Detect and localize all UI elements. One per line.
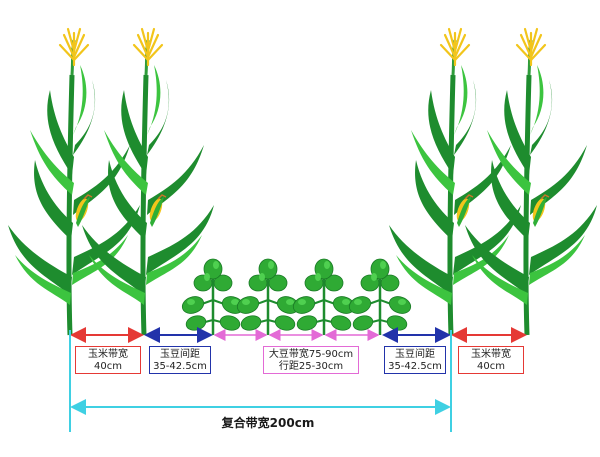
soy-gap-label-left: 玉豆间距 35-42.5cm: [149, 346, 211, 374]
corn-band-label-left: 玉米带宽 40cm: [75, 346, 141, 374]
corn-band-title: 玉米带宽: [88, 349, 128, 360]
soybean-plant-icon: [345, 257, 415, 337]
corn-band-value: 40cm: [477, 361, 505, 372]
soy-gap-value: 35-42.5cm: [153, 361, 207, 372]
corn-band-value: 40cm: [94, 361, 122, 372]
soy-gap-title: 玉豆间距: [160, 349, 200, 360]
corn-band-title: 玉米带宽: [471, 349, 511, 360]
corn-band-label-right: 玉米带宽 40cm: [458, 346, 524, 374]
soybean-plant-icon: [289, 257, 359, 337]
soy-row-spacing-value: 行距25-30cm: [278, 361, 344, 372]
corn-plant-icon: [389, 29, 521, 335]
soy-band-label: 大豆带宽75-90cm 行距25-30cm: [263, 346, 359, 374]
soybean-plant-icon: [178, 257, 248, 337]
soy-band-title: 大豆带宽75-90cm: [268, 349, 354, 360]
total-width-label: 复合带宽200cm: [221, 416, 315, 430]
soy-gap-value: 35-42.5cm: [388, 361, 442, 372]
soybean-plant-icon: [233, 257, 303, 337]
soy-gap-label-right: 玉豆间距 35-42.5cm: [384, 346, 446, 374]
soy-gap-title: 玉豆间距: [395, 349, 435, 360]
